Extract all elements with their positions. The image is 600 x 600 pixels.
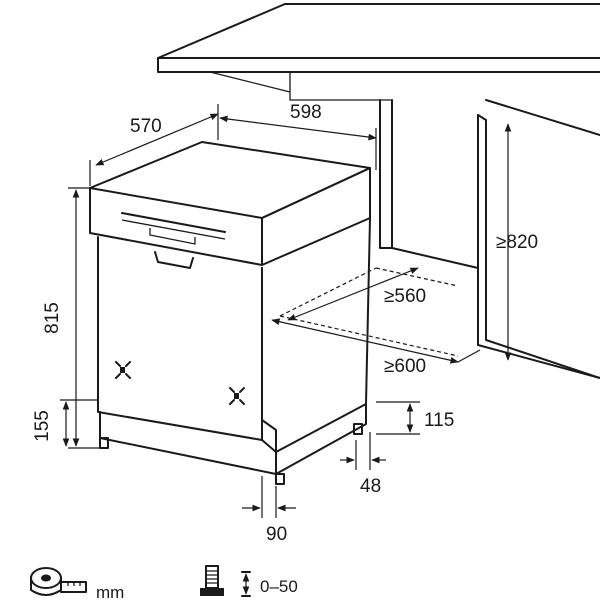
countertop-niche [157,3,600,379]
adjustable-foot-icon [200,565,251,597]
mounting-mark-right [229,387,245,405]
dim-depth-label: 570 [130,116,162,137]
dim-niche-depth-label: ≥560 [384,286,426,307]
tape-measure-icon [30,567,87,596]
dim-foot-adjust-label: 115 [424,410,454,431]
dim-niche-height-label: ≥820 [496,232,538,253]
legend-adjust-range: 0–50 [260,577,298,596]
mounting-mark-left [115,361,131,379]
dim-niche-width-label: ≥600 [384,356,426,377]
dishwasher-body [89,141,371,485]
dimension-lines [60,104,512,518]
legend-unit-label: mm [96,583,124,600]
dim-plinth-label: 155 [32,410,53,442]
dim-foot-offset-label: 48 [360,476,381,497]
dim-height-label: 815 [42,302,63,334]
dim-width-label: 598 [290,102,322,123]
dim-door-offset-label: 90 [266,524,287,545]
